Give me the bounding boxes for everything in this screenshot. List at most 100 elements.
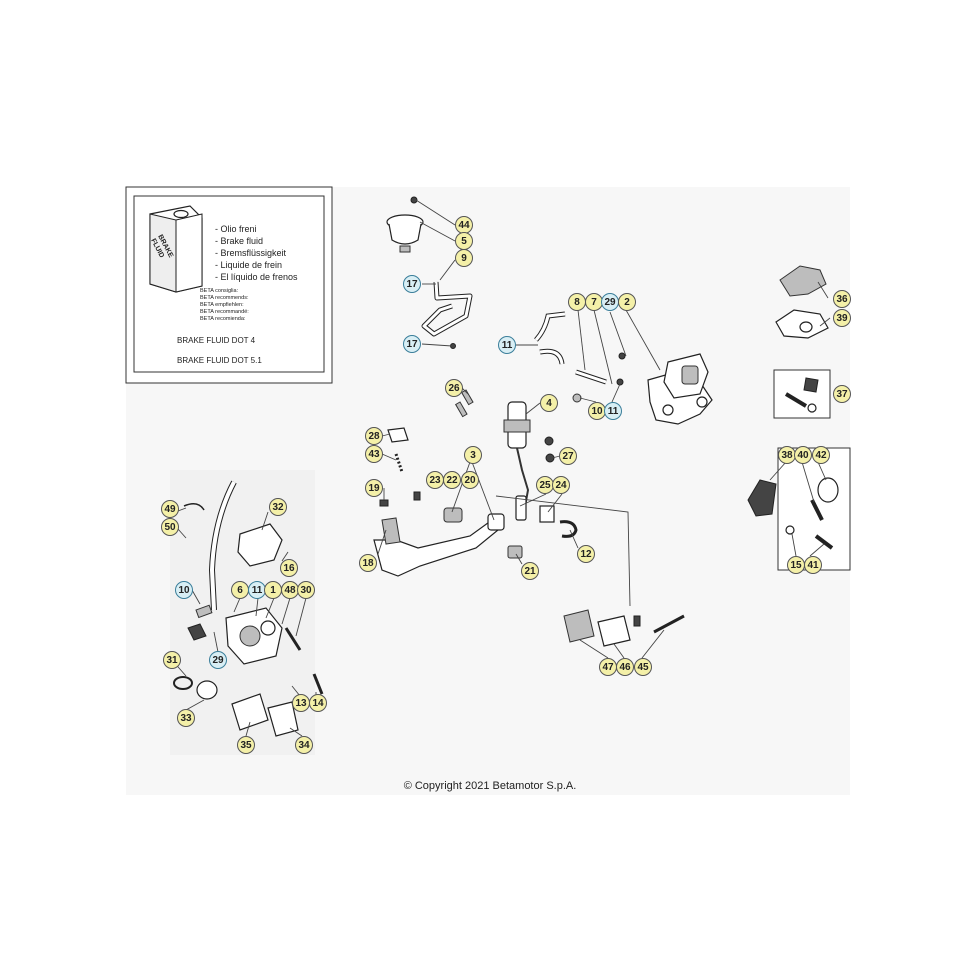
callout-circle [365, 479, 383, 497]
callout-number: 20 [464, 475, 476, 486]
callout-number: 11 [502, 340, 513, 351]
caliper-exploded [170, 470, 324, 755]
callout-36: 36 [833, 290, 851, 308]
callout-circle [269, 498, 287, 516]
callout-number: 28 [368, 431, 380, 442]
callout-21: 21 [521, 562, 539, 580]
legend-item-5: - El líquido de frenos [215, 272, 298, 282]
callout-22: 22 [443, 471, 461, 489]
callout-24: 24 [552, 476, 570, 494]
callout-26: 26 [445, 379, 463, 397]
callout-34: 34 [295, 736, 313, 754]
leader-main [495, 495, 631, 607]
callout-18: 18 [359, 554, 377, 572]
callout-number: 25 [539, 480, 551, 491]
callout-circle [804, 556, 822, 574]
callout-39: 39 [833, 309, 851, 327]
callout-48: 48 [281, 581, 299, 599]
callout-45: 45 [634, 658, 652, 676]
legend-spec-1: BRAKE FLUID DOT 4 [177, 336, 256, 345]
callout-5: 5 [455, 232, 473, 250]
callout-number: 29 [212, 655, 224, 666]
callout-number: 45 [637, 662, 649, 673]
callout-number: 16 [283, 563, 295, 574]
callout-42: 42 [812, 446, 830, 464]
callout-circle [365, 445, 383, 463]
callout-44: 44 [455, 216, 473, 234]
callout-31: 31 [163, 651, 181, 669]
callout-37: 37 [833, 385, 851, 403]
callout-number: 7 [591, 297, 597, 308]
callout-circle [309, 694, 327, 712]
callout-number: 11 [608, 406, 619, 417]
callout-circle [295, 736, 313, 754]
callout-circle [445, 379, 463, 397]
callout-number: 44 [458, 220, 470, 231]
callout-1: 1 [264, 581, 282, 599]
callout-number: 48 [284, 585, 296, 596]
callout-32: 32 [269, 498, 287, 516]
rear-reservoir [386, 196, 473, 349]
callout-circle [403, 335, 421, 353]
callout-circle [237, 736, 255, 754]
callout-circle [540, 394, 558, 412]
callout-circle [209, 651, 227, 669]
callout-circle [498, 336, 516, 354]
callout-number: 35 [240, 740, 252, 751]
callout-20: 20 [461, 471, 479, 489]
callout-number: 49 [164, 504, 176, 515]
callout-number: 17 [406, 339, 418, 350]
callout-49: 49 [161, 500, 179, 518]
callout-35: 35 [237, 736, 255, 754]
callout-40: 40 [794, 446, 812, 464]
callout-circle [794, 446, 812, 464]
recommend-3: BETA empfiehlen: [200, 302, 244, 308]
legend-item-2: - Brake fluid [215, 236, 263, 246]
callout-38: 38 [778, 446, 796, 464]
callout-number: 6 [237, 585, 243, 596]
callout-number: 42 [815, 450, 827, 461]
callout-number: 36 [836, 294, 848, 305]
callout-number: 29 [604, 297, 616, 308]
callout-number: 3 [470, 450, 476, 461]
brake-fluid-legend: BRAKE FLUID - Olio freni - Brake fluid -… [125, 186, 333, 384]
master-cylinder [454, 389, 555, 513]
callout-number: 2 [624, 297, 630, 308]
callout-number: 5 [461, 236, 467, 247]
legend-item-3: - Bremsflüssigkeit [215, 248, 287, 258]
callout-number: 11 [252, 585, 263, 596]
callout-circle [634, 658, 652, 676]
callout-number: 1 [270, 585, 276, 596]
callout-23: 23 [426, 471, 444, 489]
callout-50: 50 [161, 518, 179, 536]
callout-circle [365, 427, 383, 445]
callout-2: 2 [618, 293, 636, 311]
callout-30: 30 [297, 581, 315, 599]
callout-number: 10 [178, 585, 190, 596]
callout-number: 17 [406, 279, 418, 290]
recommend-2: BETA recommends: [200, 295, 249, 301]
callout-circle [403, 275, 421, 293]
rear-caliper-assembly [647, 353, 713, 425]
callout-number: 15 [790, 560, 802, 571]
leader-lines [171, 199, 831, 737]
callout-circle [616, 658, 634, 676]
callout-circle [833, 309, 851, 327]
callout-29: 29 [601, 293, 619, 311]
callout-circle [297, 581, 315, 599]
callout-number: 10 [591, 406, 603, 417]
callout-circle [455, 249, 473, 267]
callout-number: 22 [446, 475, 458, 486]
copyright-text: © Copyright 2021 Betamotor S.p.A. [403, 780, 577, 792]
brake-pedal-assembly [373, 427, 578, 577]
callout-4: 4 [540, 394, 558, 412]
callout-25: 25 [536, 476, 554, 494]
callout-9: 9 [455, 249, 473, 267]
legend-item-1: - Olio freni [215, 224, 257, 234]
callout-number: 19 [368, 483, 380, 494]
brake-hose [534, 311, 626, 403]
callout-number: 23 [429, 475, 441, 486]
callout-47: 47 [599, 658, 617, 676]
callout-number: 32 [272, 502, 284, 513]
